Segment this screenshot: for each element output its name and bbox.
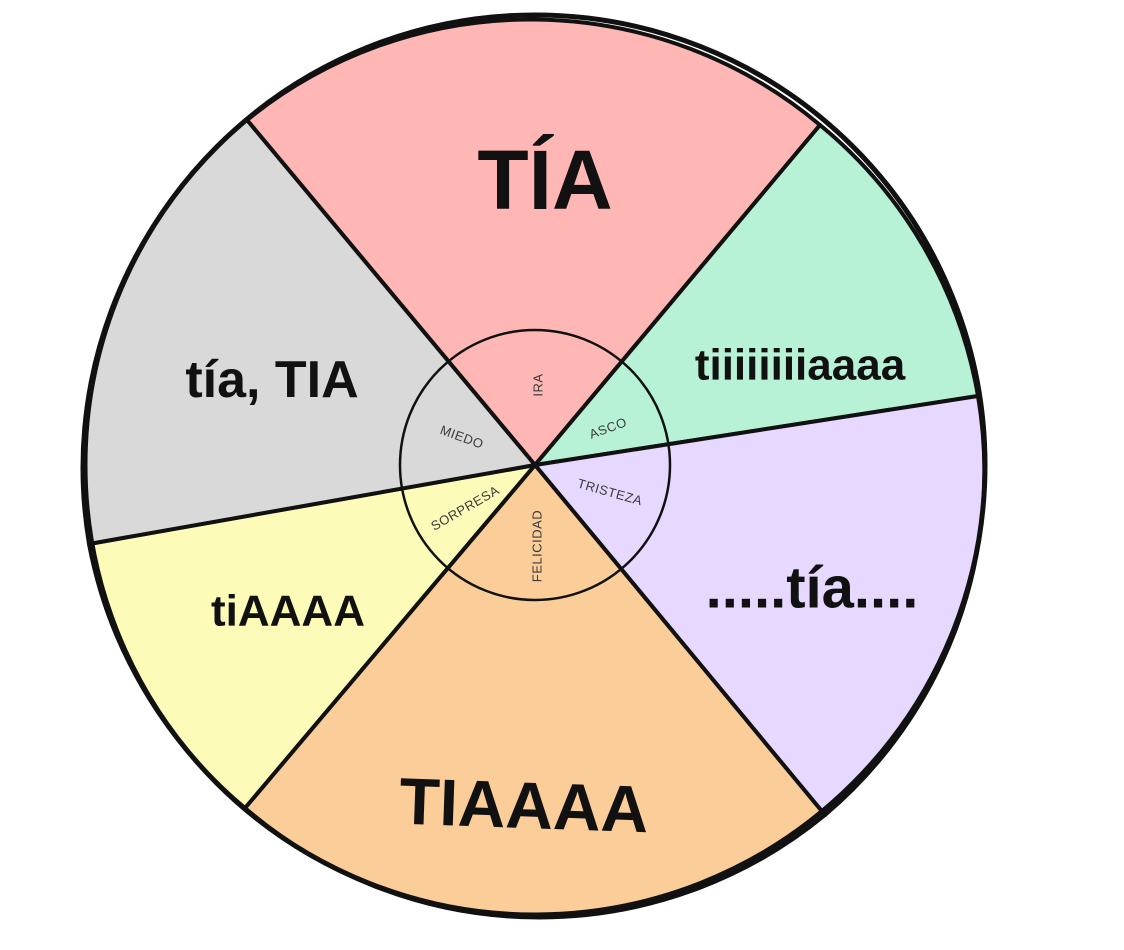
sector-text-asco: tiiiiiiiiaaaa: [695, 341, 906, 390]
sector-text-ira: TÍA: [477, 133, 612, 227]
sector-text-sorpresa: tiAAAA: [211, 587, 365, 636]
sector-text-felicidad: TIAAAA: [398, 764, 650, 847]
wheel-rim: [82, 12, 988, 918]
sector-text-miedo: tía, TIA: [185, 351, 358, 409]
inner-label-felicidad: FELICIDAD: [530, 510, 545, 582]
inner-ring: [398, 328, 672, 602]
sector-text-tristeza: .....tía....: [706, 556, 919, 621]
inner-label-ira: IRA: [531, 373, 546, 396]
